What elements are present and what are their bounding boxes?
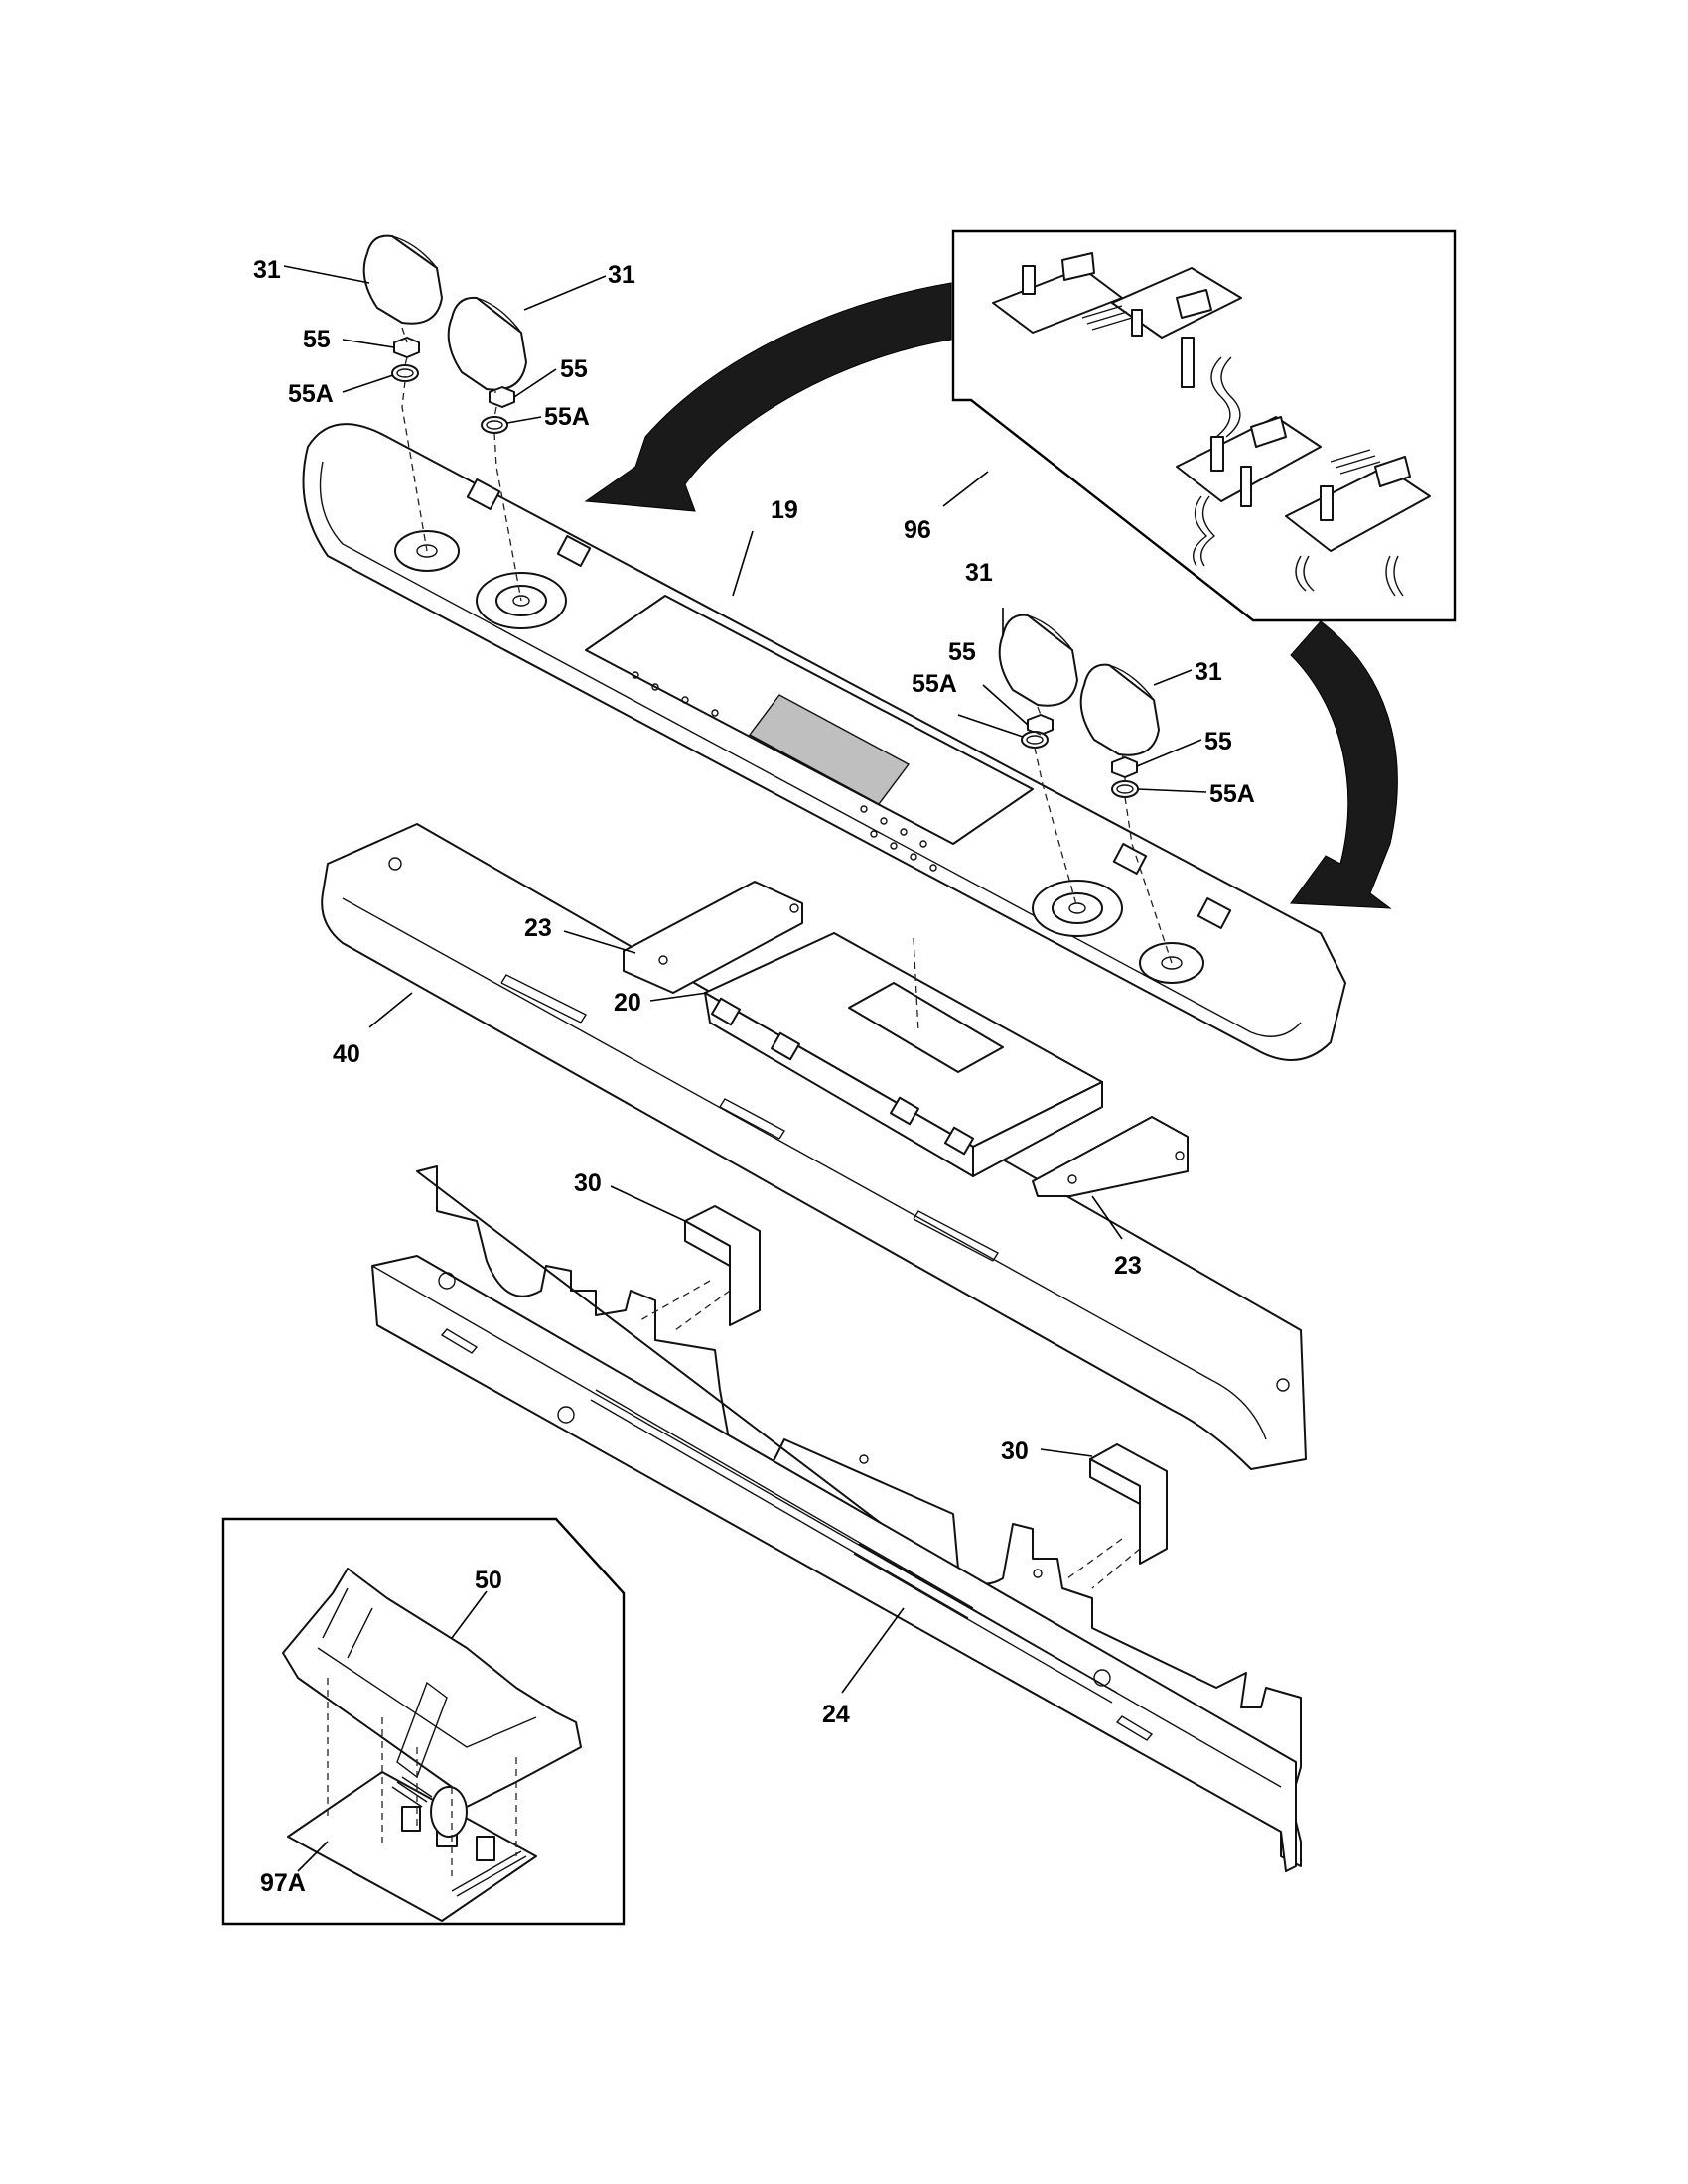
label-31-top-left: 31: [253, 256, 281, 284]
knob-31-mid-right: [998, 614, 1078, 707]
label-96: 96: [904, 516, 931, 544]
knob-31-bottom-right: [1079, 663, 1160, 756]
rings-55a: [391, 364, 1139, 798]
bracket-23-upper: [623, 881, 803, 994]
knob-31-top-left: [362, 234, 443, 325]
label-23-lower: 23: [1114, 1252, 1142, 1280]
inset-frame-97a: [221, 1517, 626, 1926]
label-30-lower: 30: [1001, 1437, 1029, 1465]
callout-labels: 31 31 55 55 55A 55A 19 96 31 31 55 55 55…: [253, 256, 1255, 1897]
label-55-top-left: 55: [303, 326, 331, 353]
label-24: 24: [822, 1701, 850, 1728]
bracket-23-lower: [1032, 1116, 1189, 1197]
label-55a-mid-right: 55A: [912, 670, 957, 698]
label-40: 40: [333, 1040, 360, 1068]
label-50: 50: [475, 1567, 502, 1594]
label-55-bottom-right: 55: [1204, 728, 1232, 755]
direction-arrows: [584, 282, 1398, 909]
label-97a: 97A: [260, 1869, 306, 1897]
knob-31-top-right: [447, 296, 527, 391]
label-55-top-right: 55: [560, 355, 588, 383]
label-31-bottom-right: 31: [1195, 658, 1222, 686]
label-31-mid-right: 31: [965, 559, 993, 587]
clip-30-lower: [1089, 1443, 1168, 1565]
backplate-24: [371, 1165, 1302, 1872]
control-board-20: [704, 932, 1103, 1177]
label-55a-top-left: 55A: [288, 380, 334, 408]
label-55-mid-right: 55: [948, 638, 976, 666]
label-20: 20: [614, 989, 641, 1017]
display-window: [748, 694, 911, 805]
clip-30-upper: [684, 1205, 761, 1326]
label-19: 19: [771, 496, 798, 524]
trim-40: [321, 823, 1307, 1470]
label-55a-top-right: 55A: [544, 403, 590, 431]
inset-frame-96: [951, 229, 1457, 622]
label-55a-bottom-right: 55A: [1209, 780, 1255, 808]
label-31-top-right: 31: [608, 261, 635, 289]
leader-lines: [283, 265, 1207, 1872]
label-30-upper: 30: [574, 1169, 602, 1197]
assembly-lines: [401, 327, 1173, 1589]
label-23-upper: 23: [524, 914, 552, 942]
control-panel-19: [302, 423, 1346, 1061]
board-97a: [287, 1771, 537, 1922]
inset-96-boards-illustration: [992, 252, 1431, 597]
